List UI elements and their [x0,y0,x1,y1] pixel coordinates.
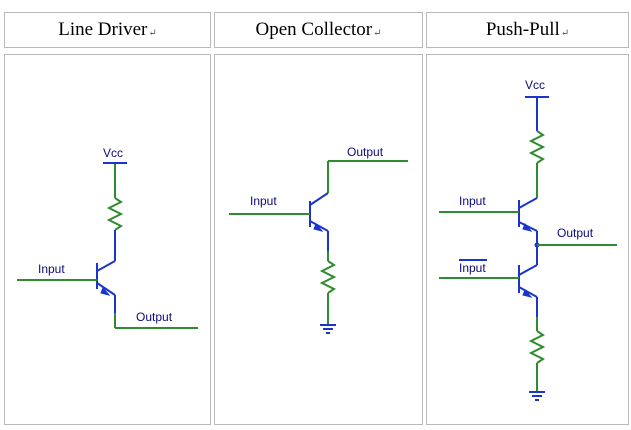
transistor-emitter [96,282,116,296]
ground-icon [529,391,545,401]
transistor-collector [96,260,116,272]
transistor-emitter [518,221,538,232]
cell-push-pull: Vcc Input Output Input [426,54,629,425]
output-label: Output [136,310,173,324]
transistor-collector [518,197,538,209]
transistor-collector [309,192,329,206]
emitter-arrow-icon [522,223,533,232]
paragraph-mark-icon: ↵ [373,27,382,39]
paragraph-mark-icon: ↵ [560,27,570,39]
header-push-pull: Push-Pull↵ [426,12,629,48]
resistor-icon [528,330,546,364]
push-pull-circuit: Vcc Input Output Input [439,78,617,401]
header-open-collector: Open Collector↵ [214,12,423,48]
emitter-arrow-icon [313,223,324,232]
resistor-icon [106,197,124,231]
vcc-label: Vcc [525,78,545,92]
input-label: Input [459,194,486,208]
resistor-icon [319,260,337,294]
transistor-collector [518,264,538,276]
emitter-arrow-icon [522,289,533,298]
header-title: Line Driver [58,19,148,40]
paragraph-mark-icon: ↵ [148,27,157,39]
line-driver-circuit: Vcc Input Output [17,146,198,329]
resistor-icon [528,130,546,164]
input-label: Input [250,194,277,208]
header-title: Push-Pull [485,19,560,40]
output-label: Output [347,145,384,159]
open-collector-circuit: Output Input [229,145,408,334]
ground-icon [320,324,336,334]
input-label: Input [38,262,65,276]
vcc-label: Vcc [103,146,123,160]
emitter-arrow-icon [100,287,111,296]
output-label: Output [557,226,594,240]
cell-open-collector: Output Input [214,54,423,425]
cell-line-driver: Vcc Input Output [4,54,211,425]
input-inverted-label: Input [459,261,486,275]
transistor-emitter [309,220,329,232]
header-title: Open Collector [255,19,373,40]
header-line-driver: Line Driver↵ [4,12,211,48]
transistor-emitter [518,286,538,298]
